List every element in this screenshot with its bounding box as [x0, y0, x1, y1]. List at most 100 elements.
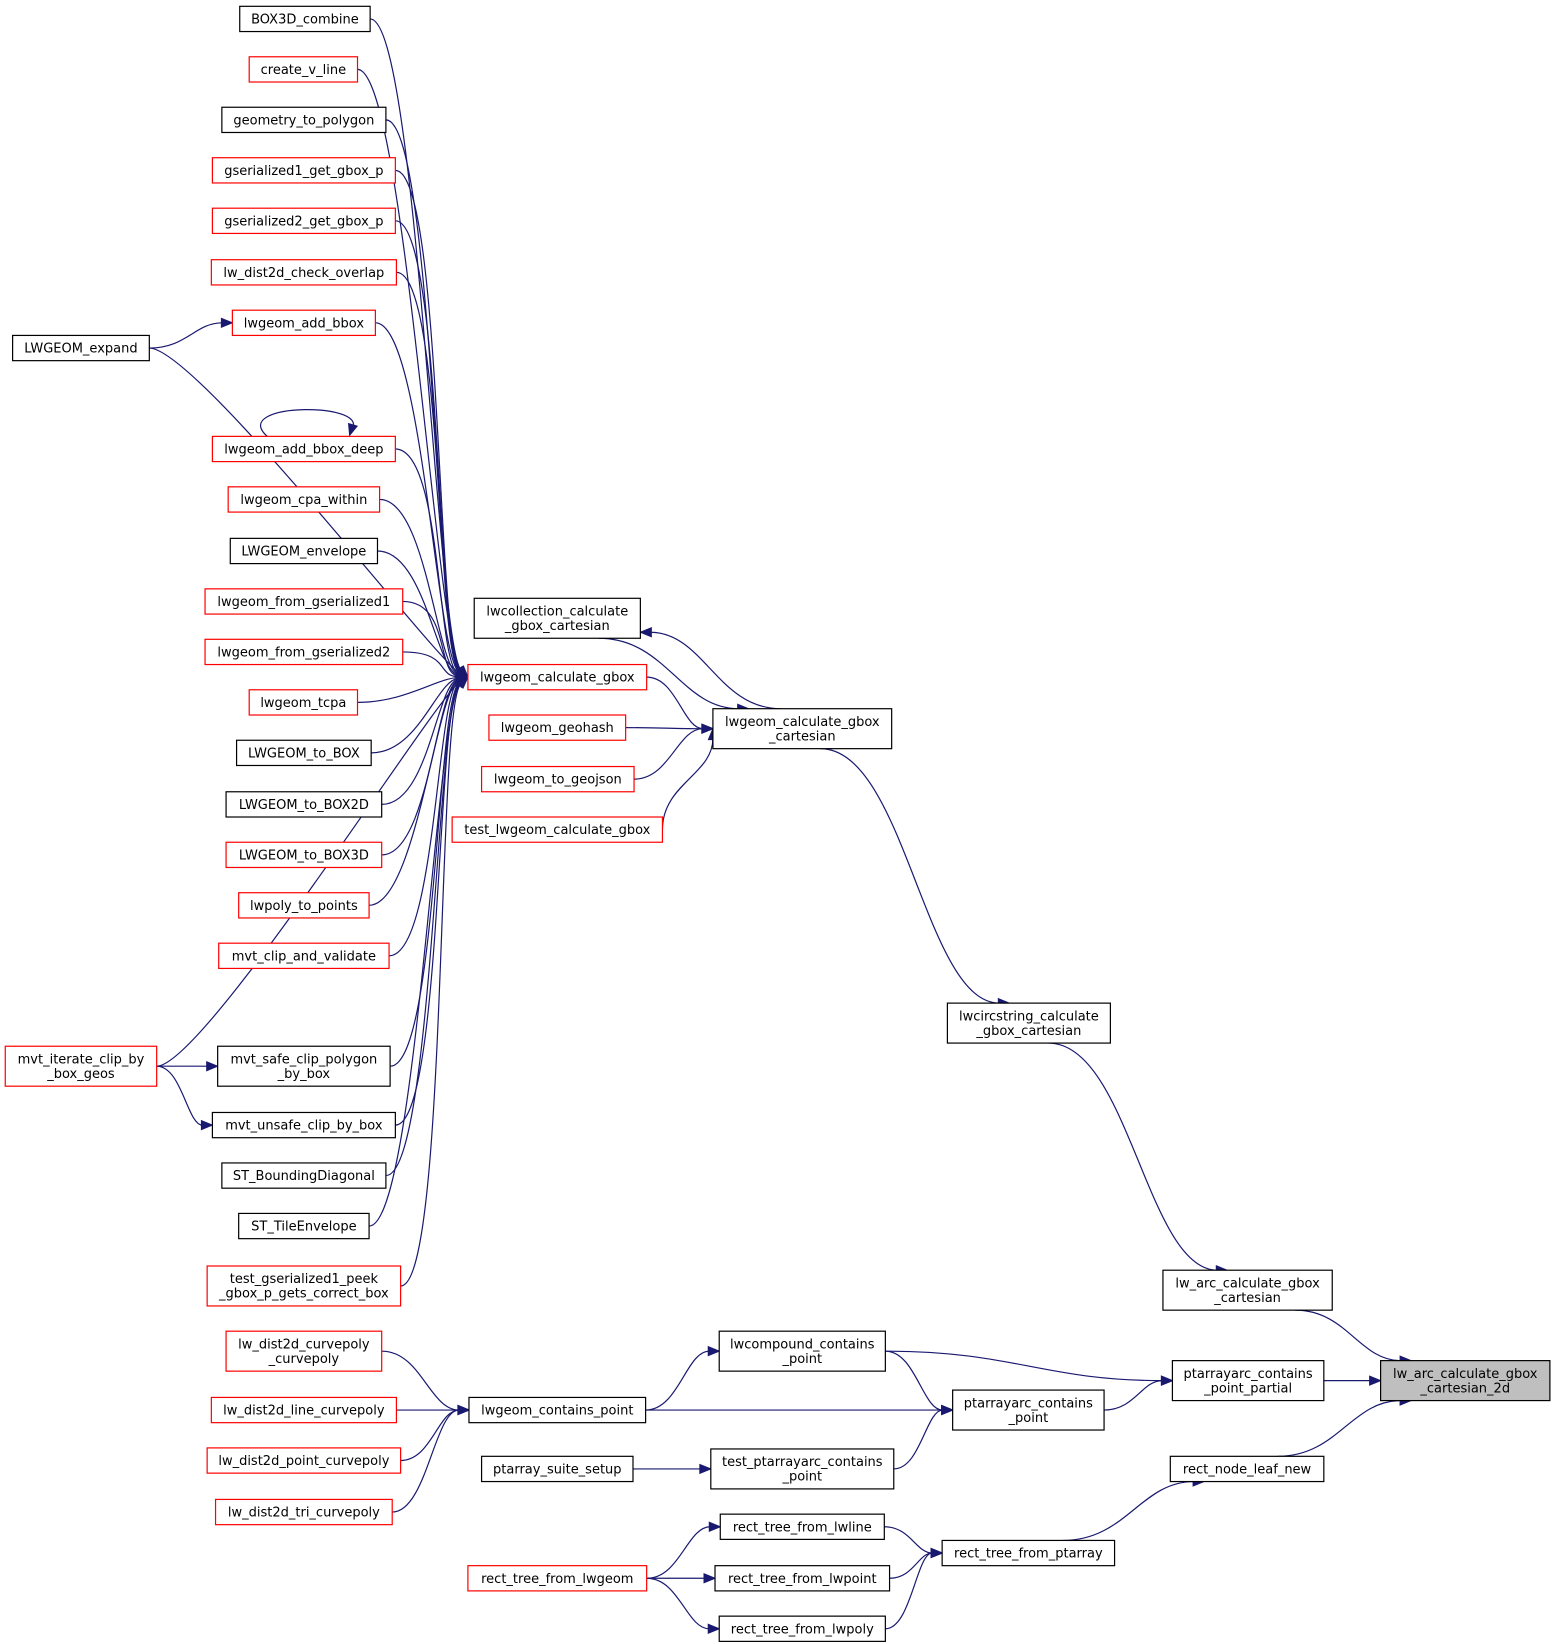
node-lwgeom-geohash[interactable]: lwgeom_geohash [488, 714, 627, 741]
node-box[interactable] [211, 207, 396, 235]
node-gserialized2-get-gbox-p[interactable]: gserialized2_get_gbox_p [211, 207, 396, 235]
node-box[interactable] [451, 816, 664, 843]
node-box[interactable] [238, 1212, 370, 1240]
node-test-lwgeom-calculate-gbox[interactable]: test_lwgeom_calculate_gbox [451, 816, 664, 843]
node-lwgeom-tcpa[interactable]: lwgeom_tcpa [248, 689, 359, 716]
node-lw-arc-calculate-gbox-cartesian[interactable]: lw_arc_calculate_gbox_cartesian [1162, 1269, 1333, 1311]
node-box[interactable] [12, 334, 150, 362]
node-ptarray-suite-setup[interactable]: ptarray_suite_setup [480, 1455, 634, 1483]
node-lw-arc-calculate-gbox-cartesian-2d[interactable]: lw_arc_calculate_gbox_cartesian_2d [1380, 1360, 1551, 1402]
node-box[interactable] [211, 157, 396, 184]
node-box[interactable] [221, 106, 387, 134]
node-lwgeom-envelope[interactable]: LWGEOM_envelope [229, 537, 379, 565]
node-box[interactable] [480, 765, 635, 793]
node-box[interactable] [211, 1111, 396, 1139]
node-rect-tree-from-lwpoint[interactable]: rect_tree_from_lwpoint [714, 1565, 891, 1592]
node-box[interactable] [1171, 1360, 1325, 1402]
node-box[interactable] [231, 309, 376, 337]
node-box[interactable] [467, 1565, 648, 1592]
node-lwgeom-contains-point[interactable]: lwgeom_contains_point [468, 1396, 647, 1424]
node-lwgeom-to-box3d[interactable]: LWGEOM_to_BOX3D [225, 841, 383, 869]
node-box[interactable] [218, 942, 390, 970]
node-box[interactable] [941, 1539, 1116, 1567]
node-box[interactable] [712, 708, 893, 750]
node-box[interactable] [719, 1513, 885, 1540]
node-box[interactable] [225, 841, 383, 869]
node-box[interactable] [473, 597, 641, 639]
node-lwgeom-add-bbox[interactable]: lwgeom_add_bbox [231, 309, 376, 337]
node-mvt-safe-clip-polygon-by-box[interactable]: mvt_safe_clip_polygon_by_box [217, 1045, 391, 1087]
node-box[interactable] [1380, 1360, 1551, 1402]
node-lwgeom-to-box[interactable]: LWGEOM_to_BOX [235, 739, 372, 767]
node-box[interactable] [248, 689, 359, 716]
node-test-ptarrayarc-contains-point[interactable]: test_ptarrayarc_contains_point [710, 1448, 895, 1490]
node-box[interactable] [235, 739, 372, 767]
node-lwcircstring-calculate-gbox-cartesian[interactable]: lwcircstring_calculate_gbox_cartesian [946, 1002, 1111, 1044]
node-box[interactable] [714, 1565, 891, 1592]
node-box[interactable] [227, 486, 381, 513]
node-box[interactable] [480, 1455, 634, 1483]
node-box[interactable] [946, 1002, 1111, 1044]
node-box[interactable] [1169, 1455, 1325, 1483]
node-lwgeom-add-bbox-deep[interactable]: lwgeom_add_bbox_deep [211, 435, 396, 463]
node-box[interactable] [206, 1447, 402, 1474]
node-box[interactable] [210, 259, 398, 286]
node-box[interactable] [952, 1389, 1105, 1431]
node-box[interactable] [221, 1162, 387, 1189]
node-gserialized1-get-gbox-p[interactable]: gserialized1_get_gbox_p [211, 157, 396, 184]
node-box[interactable] [718, 1615, 886, 1642]
node-lwcompound-contains-point[interactable]: lwcompound_contains_point [718, 1330, 886, 1372]
node-rect-tree-from-lwpoly[interactable]: rect_tree_from_lwpoly [718, 1615, 886, 1642]
node-geometry-to-polygon[interactable]: geometry_to_polygon [221, 106, 387, 134]
node-lw-dist2d-line-curvepoly[interactable]: lw_dist2d_line_curvepoly [210, 1396, 398, 1424]
node-lwgeom-cpa-within[interactable]: lwgeom_cpa_within [227, 486, 381, 513]
node-lwgeom-from-gserialized1[interactable]: lwgeom_from_gserialized1 [204, 588, 404, 615]
node-box[interactable] [239, 5, 371, 33]
node-box[interactable] [467, 663, 648, 691]
node-box[interactable] [217, 1045, 391, 1087]
node-st-boundingdiagonal[interactable]: ST_BoundingDiagonal [221, 1162, 387, 1189]
node-box[interactable] [204, 638, 404, 666]
node-create-v-line[interactable]: create_v_line [248, 56, 359, 83]
node-test-gserialized1-peek[interactable]: test_gserialized1_peek_gbox_p_gets_corre… [206, 1265, 402, 1307]
node-box[interactable] [238, 892, 370, 919]
node-box[interactable] [468, 1396, 647, 1424]
node-box[interactable] [225, 1330, 383, 1372]
node-lwgeom-to-geojson[interactable]: lwgeom_to_geojson [480, 765, 635, 793]
node-box[interactable] [210, 1396, 398, 1424]
node-box[interactable] [248, 56, 359, 83]
node-mvt-iterate-clip-by-box-geos[interactable]: mvt_iterate_clip_by_box_geos [4, 1045, 158, 1087]
node-lw-dist2d-check-overlap[interactable]: lw_dist2d_check_overlap [210, 259, 398, 286]
node-box[interactable] [225, 791, 383, 818]
node-box[interactable] [718, 1330, 886, 1372]
node-lwgeom-to-box2d[interactable]: LWGEOM_to_BOX2D [225, 791, 383, 818]
node-lw-dist2d-point-curvepoly[interactable]: lw_dist2d_point_curvepoly [206, 1447, 402, 1474]
node-rect-tree-from-ptarray[interactable]: rect_tree_from_ptarray [941, 1539, 1116, 1567]
node-lwpoly-to-points[interactable]: lwpoly_to_points [238, 892, 370, 919]
node-rect-tree-from-lwgeom[interactable]: rect_tree_from_lwgeom [467, 1565, 648, 1592]
node-lwgeom-calculate-gbox-cartesian[interactable]: lwgeom_calculate_gbox_cartesian [712, 708, 893, 750]
node-ptarrayarc-contains-point-partial[interactable]: ptarrayarc_contains_point_partial [1171, 1360, 1325, 1402]
node-box[interactable] [204, 588, 404, 615]
node-box[interactable] [710, 1448, 895, 1490]
node-rect-node-leaf-new[interactable]: rect_node_leaf_new [1169, 1455, 1325, 1483]
node-box[interactable] [206, 1265, 402, 1307]
node-box[interactable] [211, 435, 396, 463]
node-lw-dist2d-tri-curvepoly[interactable]: lw_dist2d_tri_curvepoly [214, 1498, 393, 1526]
node-box[interactable] [1162, 1269, 1333, 1311]
node-lwgeom-from-gserialized2[interactable]: lwgeom_from_gserialized2 [204, 638, 404, 666]
node-lw-dist2d-curvepoly-curvepoly[interactable]: lw_dist2d_curvepoly_curvepoly [225, 1330, 383, 1372]
node-box[interactable] [229, 537, 379, 565]
node-box[interactable] [4, 1045, 158, 1087]
node-box[interactable] [214, 1498, 393, 1526]
node-lwgeom-expand[interactable]: LWGEOM_expand [12, 334, 150, 362]
node-ptarrayarc-contains-point[interactable]: ptarrayarc_contains_point [952, 1389, 1105, 1431]
node-box[interactable] [488, 714, 627, 741]
node-mvt-unsafe-clip-by-box[interactable]: mvt_unsafe_clip_by_box [211, 1111, 396, 1139]
node-st-tileenvelope[interactable]: ST_TileEnvelope [238, 1212, 370, 1240]
node-rect-tree-from-lwline[interactable]: rect_tree_from_lwline [719, 1513, 885, 1540]
node-lwgeom-calculate-gbox[interactable]: lwgeom_calculate_gbox [467, 663, 648, 691]
node-mvt-clip-and-validate[interactable]: mvt_clip_and_validate [218, 942, 390, 970]
node-lwcollection-calculate-gbox-cartesian[interactable]: lwcollection_calculate_gbox_cartesian [473, 597, 641, 639]
node-box3d-combine[interactable]: BOX3D_combine [239, 5, 371, 33]
